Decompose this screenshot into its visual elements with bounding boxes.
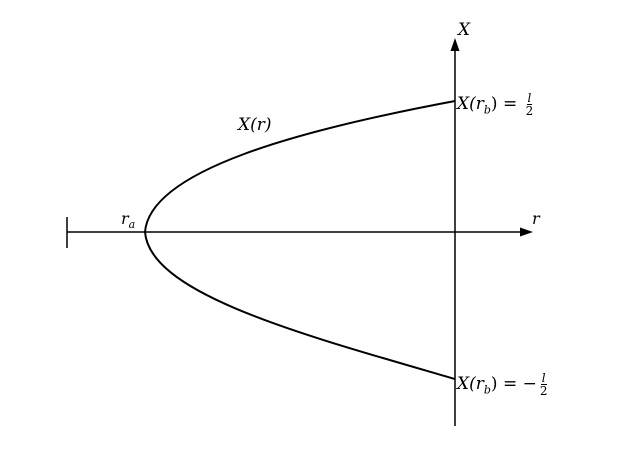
top-lhs: X(r — [457, 94, 484, 114]
ra-main: r — [121, 209, 129, 228]
r-axis-arrowhead-icon — [520, 227, 533, 237]
top-rhs: ) = — [490, 94, 523, 114]
ra-sub: a — [128, 218, 136, 232]
x-axis-arrowhead-icon — [450, 38, 460, 51]
bottom-lhs: X(r — [457, 374, 484, 394]
x-axis-label: X — [458, 20, 471, 40]
top-frac-den: 2 — [525, 104, 534, 118]
bottom-sub: b — [483, 383, 491, 397]
top-frac-num: l — [526, 91, 533, 105]
ra-label: ra — [121, 209, 136, 232]
bottom-frac-num: l — [540, 371, 547, 385]
bottom-frac-den: 2 — [539, 384, 548, 398]
curve-label: X(r) — [238, 115, 272, 135]
top-sub: b — [483, 103, 491, 117]
bottom-rhs: ) = − — [490, 374, 537, 394]
parabola-curve — [143, 100, 456, 380]
r-axis-label: r — [532, 209, 540, 228]
